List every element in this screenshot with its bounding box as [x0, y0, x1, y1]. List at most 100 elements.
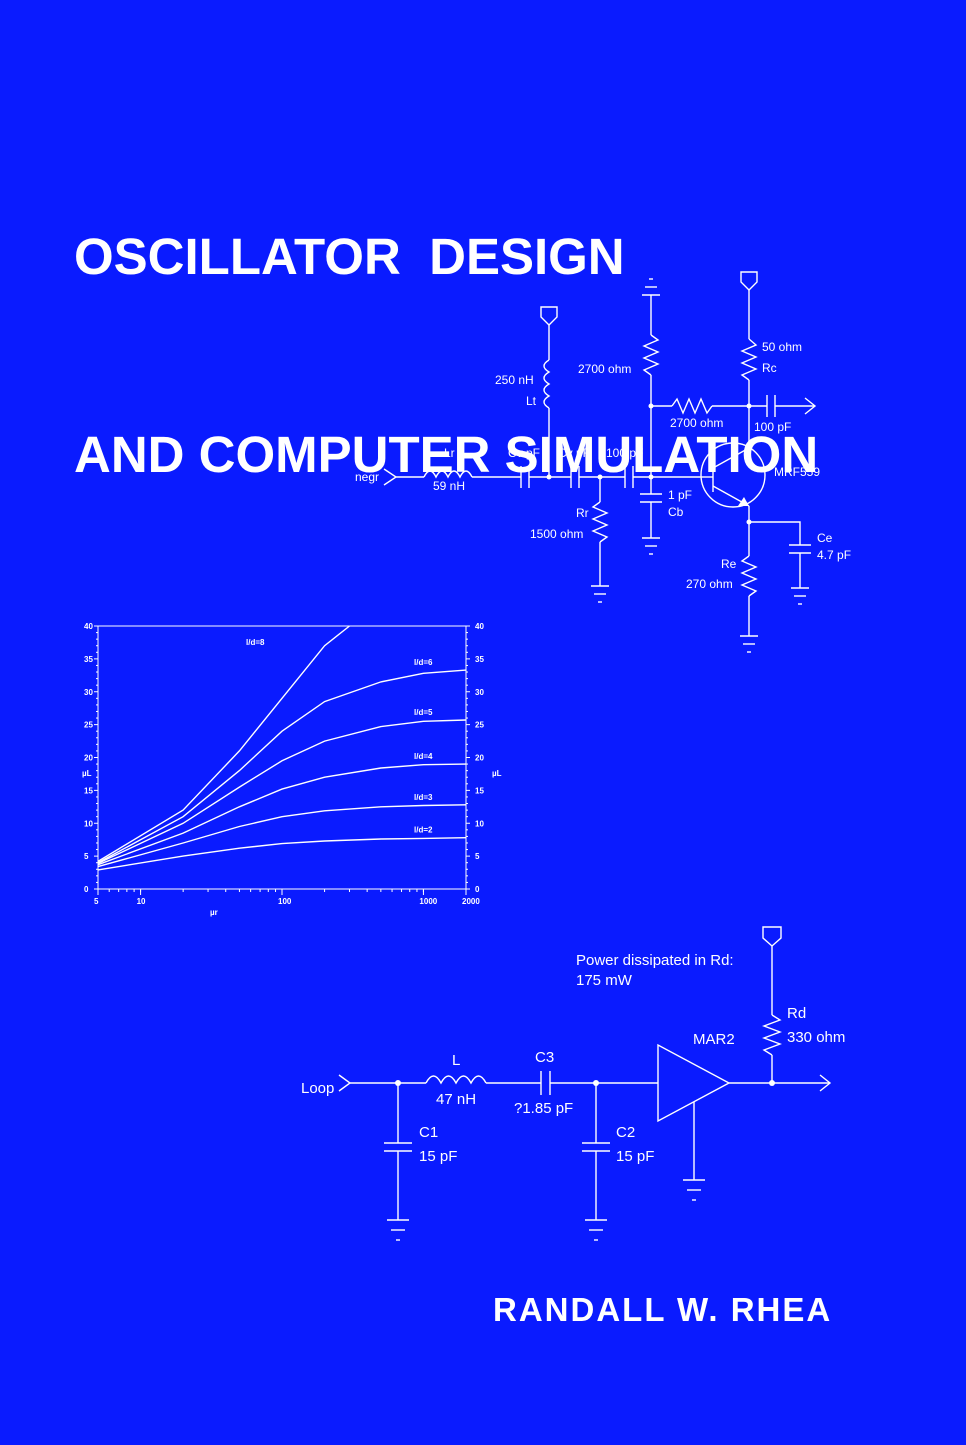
label-cv1: Cv pF: [508, 446, 540, 460]
label-c2-value: 15 pF: [616, 1148, 654, 1165]
plot-frame: [97, 625, 467, 890]
label-ce-value: 4.7 pF: [817, 548, 851, 562]
x-tick-label: 2000: [462, 897, 480, 906]
y-tick-label: 5: [84, 852, 89, 861]
title-line-2: AND COMPUTER SIMULATION: [74, 426, 819, 483]
label-rc-name: Rc: [762, 361, 777, 375]
series-line-5: [97, 804, 467, 868]
resistor-rd-icon: [762, 1014, 782, 1056]
label-lt-name: Lt: [526, 394, 537, 408]
series-line-2: [97, 669, 467, 864]
series-label-5: l/d=3: [414, 793, 433, 802]
label-c3-name: C3: [535, 1049, 554, 1066]
label-c3-value: ?1.85 pF: [514, 1100, 573, 1117]
y-tick-label: 15: [84, 786, 93, 795]
label-lt-value: 250 nH: [495, 373, 534, 387]
x-tick-label: 10: [137, 897, 146, 906]
x-tick-label: 1000: [419, 897, 437, 906]
supply-terminal-icon: [740, 271, 758, 291]
resistor-re-icon: [740, 555, 758, 597]
label-c2-name: C2: [616, 1124, 635, 1141]
y-tick-label: 40: [84, 622, 93, 631]
series-label-1: l/d=8: [246, 638, 265, 647]
label-transistor: MRF559: [774, 465, 820, 479]
supply-terminal-icon: [762, 926, 782, 947]
label-rr-name: Rr: [576, 506, 589, 520]
series-label-6: l/d=2: [414, 826, 433, 835]
y-tick-label-right: 25: [475, 721, 484, 730]
y-tick-label-right: 20: [475, 754, 484, 763]
series-label-2: l/d=6: [414, 658, 433, 667]
x-tick-label: 100: [278, 897, 292, 906]
label-rb-value: 2700 ohm: [578, 362, 631, 376]
label-re-name: Re: [721, 557, 737, 571]
y-tick-label-right: 40: [475, 622, 484, 631]
label-negr: negr: [355, 470, 379, 484]
book-title: OSCILLATOR DESIGN AND COMPUTER SIMULATIO…: [74, 92, 818, 554]
y-axis-label-right: µL: [492, 769, 502, 778]
series-line-4: [97, 763, 467, 866]
x-tick-label: 5: [94, 897, 99, 906]
x-axis-label: µr: [210, 908, 218, 917]
label-cb-value: 1 pF: [668, 488, 692, 502]
label-cb-name: Cb: [668, 505, 684, 519]
y-tick-label-right: 10: [475, 819, 484, 828]
power-note-line-1: Power dissipated in Rd:: [576, 952, 734, 969]
input-port-icon: [383, 468, 398, 486]
label-l-name: L: [452, 1052, 460, 1069]
y-tick-label-right: 5: [475, 852, 480, 861]
transistor-icon: [700, 442, 766, 508]
label-rc-value: 50 ohm: [762, 340, 802, 354]
label-c1-name: C1: [419, 1124, 438, 1141]
inductor-lt-icon: [543, 359, 551, 409]
label-re-value: 270 ohm: [686, 577, 733, 591]
label-c100a: 100 pF: [606, 446, 643, 460]
label-lr-value: 59 nH: [433, 479, 465, 493]
output-arrow-icon: [819, 1074, 832, 1092]
label-rd-value: 330 ohm: [787, 1029, 845, 1046]
y-tick-label: 0: [84, 885, 89, 894]
label-amp: MAR2: [693, 1031, 735, 1048]
resistor-2700-icon: [642, 334, 660, 376]
y-tick-label: 20: [84, 754, 93, 763]
label-lr-name: Lr: [444, 446, 455, 460]
series-label-4: l/d=4: [414, 752, 433, 761]
label-ce-name: Ce: [817, 531, 833, 545]
amplifier-schematic: Power dissipated in Rd: 175 mW Loop C1 1…: [301, 926, 845, 1241]
label-c1-value: 15 pF: [419, 1148, 457, 1165]
author-name: RANDALL W. RHEA: [493, 1291, 833, 1328]
resistor-feedback-icon: [671, 397, 713, 415]
y-tick-label: 30: [84, 688, 93, 697]
y-tick-label: 10: [84, 819, 93, 828]
y-axis-label: µL: [82, 769, 92, 778]
series-line-6: [97, 837, 467, 871]
series-line-3: [97, 719, 467, 865]
label-rf-value: 2700 ohm: [670, 416, 723, 430]
title-line-1: OSCILLATOR DESIGN: [74, 228, 625, 285]
oscillator-schematic: negr Lr 59 nH Cv pF 250 nH Lt Cv pF Rr 1…: [355, 271, 851, 653]
label-rd-name: Rd: [787, 1005, 806, 1022]
inductor-l-icon: [425, 1075, 487, 1085]
power-note-line-2: 175 mW: [576, 972, 633, 989]
label-c100b: 100 pF: [754, 420, 791, 434]
resistor-rr-icon: [591, 501, 609, 543]
y-tick-label-right: 15: [475, 786, 484, 795]
label-cv2: Cv pF: [558, 446, 590, 460]
series-line-1: [97, 625, 350, 862]
y-tick-label-right: 30: [475, 688, 484, 697]
resistor-rc-icon: [740, 338, 758, 381]
supply-terminal-icon: [540, 306, 558, 326]
label-loop: Loop: [301, 1080, 334, 1097]
y-tick-label-right: 35: [475, 655, 484, 664]
output-arrow-icon: [804, 397, 817, 415]
y-tick-label-right: 0: [475, 885, 480, 894]
y-tick-label: 35: [84, 655, 93, 664]
input-port-icon: [338, 1074, 352, 1092]
label-rr-value: 1500 ohm: [530, 527, 583, 541]
label-l-value: 47 nH: [436, 1091, 476, 1108]
series-label-3: l/d=5: [414, 708, 433, 717]
y-tick-label: 25: [84, 721, 93, 730]
inductor-lr-icon: [423, 470, 473, 479]
